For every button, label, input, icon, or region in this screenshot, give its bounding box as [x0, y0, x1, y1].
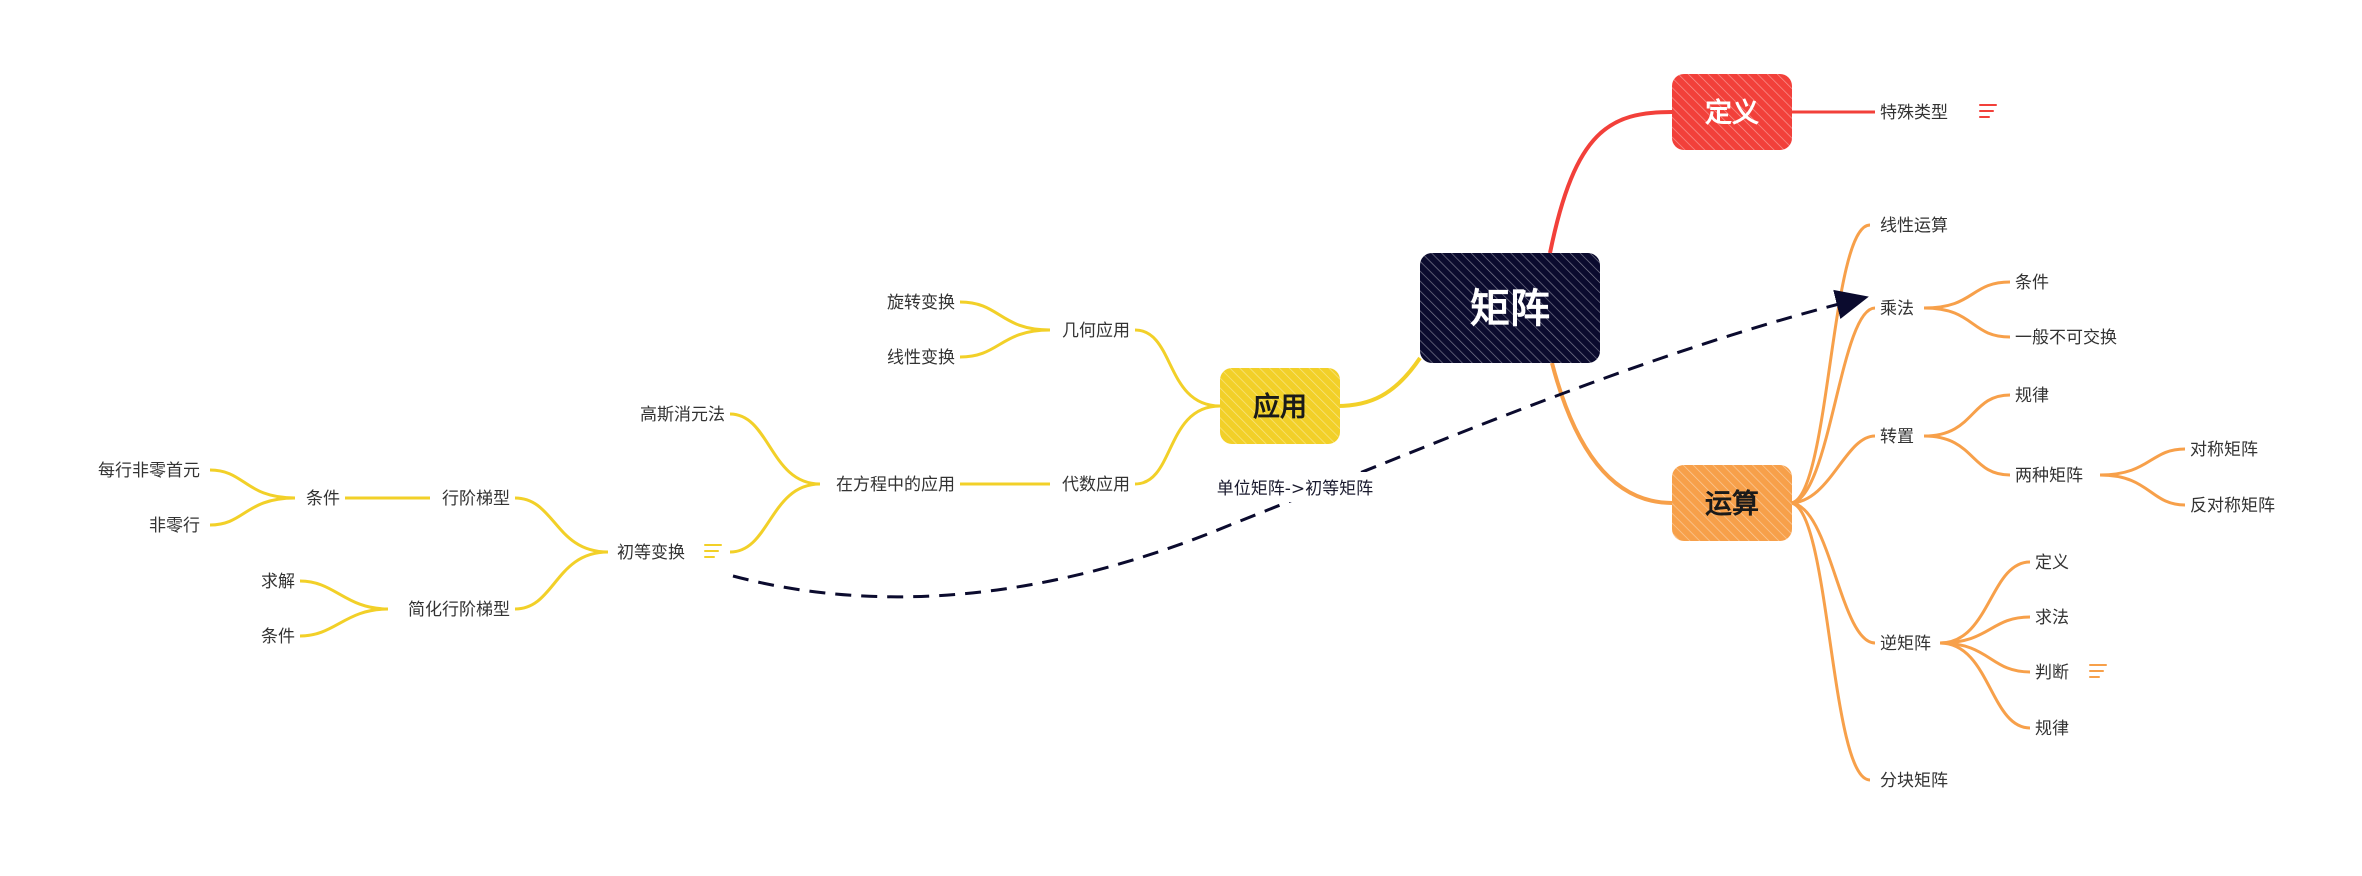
- topic-transpose[interactable]: 转置: [1880, 427, 1914, 447]
- topic-multiplication-condition[interactable]: 条件: [2015, 273, 2049, 293]
- notes-icon[interactable]: [2089, 664, 2107, 678]
- topic-inverse-method[interactable]: 求法: [2035, 608, 2069, 628]
- topic-equation-application[interactable]: 在方程中的应用: [836, 475, 955, 495]
- topic-gaussian-elimination[interactable]: 高斯消元法: [640, 405, 725, 425]
- connectors-operations: [1789, 223, 2186, 782]
- branch-application[interactable]: 应用: [1220, 368, 1340, 444]
- topic-reduced-solve[interactable]: 求解: [261, 572, 295, 592]
- topic-noncommutative[interactable]: 一般不可交换: [2015, 328, 2117, 348]
- central-topic[interactable]: 矩阵: [1420, 253, 1600, 363]
- branch-application-label: 应用: [1253, 391, 1307, 423]
- topic-inverse-rule[interactable]: 规律: [2035, 719, 2069, 739]
- branch-operations[interactable]: 运算: [1672, 465, 1792, 541]
- connector-center-definition: [1548, 110, 1673, 254]
- topic-row-echelon-condition[interactable]: 条件: [306, 489, 340, 509]
- topic-two-matrices[interactable]: 两种矩阵: [2015, 466, 2083, 486]
- relation-label[interactable]: 单位矩阵->初等矩阵: [1217, 479, 1373, 499]
- topic-inverse-definition[interactable]: 定义: [2035, 553, 2069, 573]
- topic-elementary-transform[interactable]: 初等变换: [617, 543, 685, 563]
- topic-linear-transform[interactable]: 线性变换: [887, 348, 955, 368]
- topic-symmetric-matrix[interactable]: 对称矩阵: [2190, 440, 2258, 460]
- connector-center-operations: [1550, 362, 1673, 505]
- branch-operations-label: 运算: [1705, 488, 1759, 520]
- topic-block-matrix[interactable]: 分块矩阵: [1880, 771, 1948, 791]
- notes-icon[interactable]: [1979, 104, 1997, 118]
- topic-nonzero-row[interactable]: 非零行: [149, 516, 200, 536]
- topic-reduced-row-echelon[interactable]: 简化行阶梯型: [408, 600, 510, 620]
- topic-antisymmetric-matrix[interactable]: 反对称矩阵: [2190, 496, 2275, 516]
- topic-reduced-condition[interactable]: 条件: [261, 627, 295, 647]
- relation-label-bg: [1200, 472, 1390, 502]
- topic-nonzero-leading-entry[interactable]: 每行非零首元: [98, 461, 200, 481]
- branch-definition-label: 定义: [1705, 97, 1759, 129]
- relation-arrow: [732, 289, 1869, 599]
- connectors-application: [209, 300, 1221, 638]
- branch-definition[interactable]: 定义: [1672, 74, 1792, 150]
- connector-center-application: [1336, 356, 1422, 408]
- topic-geometric-application[interactable]: 几何应用: [1062, 321, 1130, 341]
- notes-icon[interactable]: [704, 544, 722, 558]
- topic-row-echelon[interactable]: 行阶梯型: [442, 489, 510, 509]
- topic-rotation-transform[interactable]: 旋转变换: [887, 293, 955, 313]
- topic-transpose-rule[interactable]: 规律: [2015, 386, 2049, 406]
- topic-linear-operation[interactable]: 线性运算: [1880, 216, 1948, 236]
- topic-multiplication[interactable]: 乘法: [1880, 299, 1914, 319]
- topic-inverse-judgement[interactable]: 判断: [2035, 663, 2069, 683]
- topic-special-types[interactable]: 特殊类型: [1880, 103, 1948, 123]
- topic-algebraic-application[interactable]: 代数应用: [1062, 475, 1130, 495]
- topic-inverse-matrix[interactable]: 逆矩阵: [1880, 634, 1931, 654]
- central-topic-label: 矩阵: [1470, 286, 1550, 332]
